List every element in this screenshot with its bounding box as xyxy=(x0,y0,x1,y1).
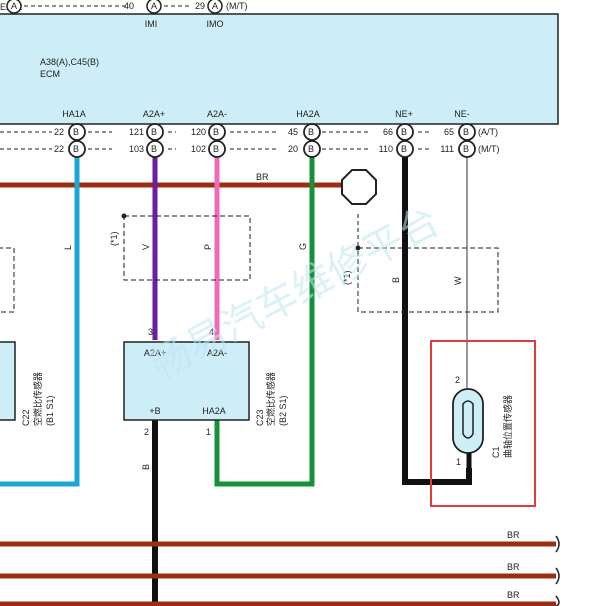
sensor-b2-term-a2ap: A2A+ xyxy=(144,348,166,358)
svg-text:B: B xyxy=(213,144,219,154)
svg-text:B: B xyxy=(151,144,157,154)
sensor-b1-name: 空燃比传感器 xyxy=(32,372,43,426)
label-b: B xyxy=(391,277,401,283)
wire-g xyxy=(214,156,315,487)
wire-b xyxy=(402,156,472,485)
term-a2ap: A2A+ xyxy=(143,109,165,119)
pin-at-a2am: 120 xyxy=(191,127,206,137)
crank-pin1: 1 xyxy=(456,457,461,467)
ecm-top-name-2: IMO xyxy=(207,19,224,29)
svg-text:B: B xyxy=(401,144,407,154)
label-v: V xyxy=(141,244,151,250)
option-box-right xyxy=(357,247,499,313)
label-br1: BR xyxy=(507,530,520,540)
crank-sensor-coil-icon xyxy=(462,400,474,439)
svg-text:B: B xyxy=(73,127,79,137)
sensor-b2-code: C23 xyxy=(255,409,265,426)
pin-at-a2ap: 121 xyxy=(129,127,144,137)
svg-text:B: B xyxy=(151,127,157,137)
connector-marker xyxy=(207,0,223,14)
crank-code: C1 xyxy=(491,446,501,458)
note-mt: (M/T) xyxy=(478,144,500,154)
pin-at-ha1a: 22 xyxy=(54,127,64,137)
note-at: (A/T) xyxy=(478,127,498,137)
ecm-top-pin-2: 29 xyxy=(195,1,205,11)
wire-l xyxy=(0,156,80,487)
sensor-b2-term-a2am: A2A- xyxy=(207,348,227,358)
wire-br-bottom-group: BR BR BR xyxy=(0,530,560,606)
ecm-box xyxy=(0,13,559,125)
svg-text:B: B xyxy=(463,127,469,137)
sensor-b2-pin4: 4 xyxy=(209,327,214,337)
label-br-top: BR xyxy=(256,172,269,182)
svg-text:B: B xyxy=(308,144,314,154)
pin-mt-nep: 110 xyxy=(379,144,393,154)
svg-text:B: B xyxy=(401,127,407,137)
pin-at-nem: 65 xyxy=(444,127,454,137)
pin-at-ha2a: 45 xyxy=(288,127,298,137)
connector-letter: A xyxy=(11,1,17,11)
connector-marker xyxy=(6,0,22,14)
pin-mt-nem: 111 xyxy=(440,144,454,154)
connector-letter: A xyxy=(151,1,157,11)
connector-marker xyxy=(146,0,162,14)
ecm-connector-row-at: 22 121 120 45 66 65 (A/T) xyxy=(0,127,498,137)
ecm-top-pin-1: 40 xyxy=(124,1,134,11)
term-ha2a: HA2A xyxy=(296,109,320,119)
label-g: G xyxy=(298,243,308,250)
sensor-b2-pin2: 2 xyxy=(144,427,149,437)
ecm-code: A38(A),C45(B) xyxy=(40,57,99,67)
sensor-b2-box xyxy=(123,341,250,421)
label-b-bottom: B xyxy=(141,464,151,470)
label-star-left: (*1) xyxy=(109,231,119,246)
pin-at-nep: 66 xyxy=(383,127,393,137)
term-ha1a: HA1A xyxy=(62,109,86,119)
crank-sensor-body-icon xyxy=(452,388,484,454)
pin-mt-ha1a: 22 xyxy=(54,144,64,154)
wire-connector-markers: B B B B B B B B B B B B xyxy=(68,123,476,158)
label-l: L xyxy=(63,245,73,250)
crank-pin2: 2 xyxy=(455,375,460,385)
label-p: P xyxy=(203,244,213,250)
highlight-box xyxy=(430,340,536,507)
pin-mt-ha2a: 20 xyxy=(288,144,298,154)
option-box-far-left xyxy=(0,247,15,313)
pin-mt-a2ap: 103 xyxy=(129,144,144,154)
sensor-b1-code: C22 xyxy=(21,409,31,426)
label-br3: BR xyxy=(507,590,520,600)
label-star-right: (*1) xyxy=(342,270,352,285)
sensor-b2-term-b: +B xyxy=(149,406,160,416)
watermark-text: 畅易汽车维修平台 xyxy=(143,198,447,389)
term-nep: NE+ xyxy=(395,109,413,119)
sensor-b1-bank: (B1 S1) xyxy=(45,395,55,426)
pin-mt-a2am: 102 xyxy=(191,144,206,154)
ecm-top-note: (M/T) xyxy=(226,1,248,11)
svg-text:B: B xyxy=(463,144,469,154)
shield-octagon-icon xyxy=(341,169,377,205)
sensor-b2-name: 空燃比传感器 xyxy=(265,372,276,426)
wire-br-top-group: BR xyxy=(0,172,344,188)
label-w: W xyxy=(453,276,463,285)
sensor-b2-term-ha2a: HA2A xyxy=(202,406,226,416)
ecm-connector-row-mt: 22 103 102 20 110 111 (M/T) xyxy=(0,144,500,154)
svg-text:B: B xyxy=(308,127,314,137)
svg-text:B: B xyxy=(73,144,79,154)
sensor-b1-box xyxy=(0,341,16,421)
svg-text:B: B xyxy=(213,127,219,137)
option-box-left xyxy=(123,215,251,281)
ecm-top-name-1: IMI xyxy=(145,19,158,29)
term-a2am: A2A- xyxy=(207,109,227,119)
ecm-name: ECM xyxy=(40,69,60,79)
sensor-b2-pin1: 1 xyxy=(206,427,211,437)
term-nem: NE- xyxy=(454,109,470,119)
ecm-top-connectors: EPA2 A IMI 40 A IMO 29 A (M/T) xyxy=(0,0,248,29)
connector-letter: A xyxy=(212,1,218,11)
sensor-b2-bank: (B2 S1) xyxy=(278,395,288,426)
label-br2: BR xyxy=(507,562,520,572)
crank-name: 曲轴位置传感器 xyxy=(502,395,513,458)
sensor-b2-pin3: 3 xyxy=(148,327,153,337)
